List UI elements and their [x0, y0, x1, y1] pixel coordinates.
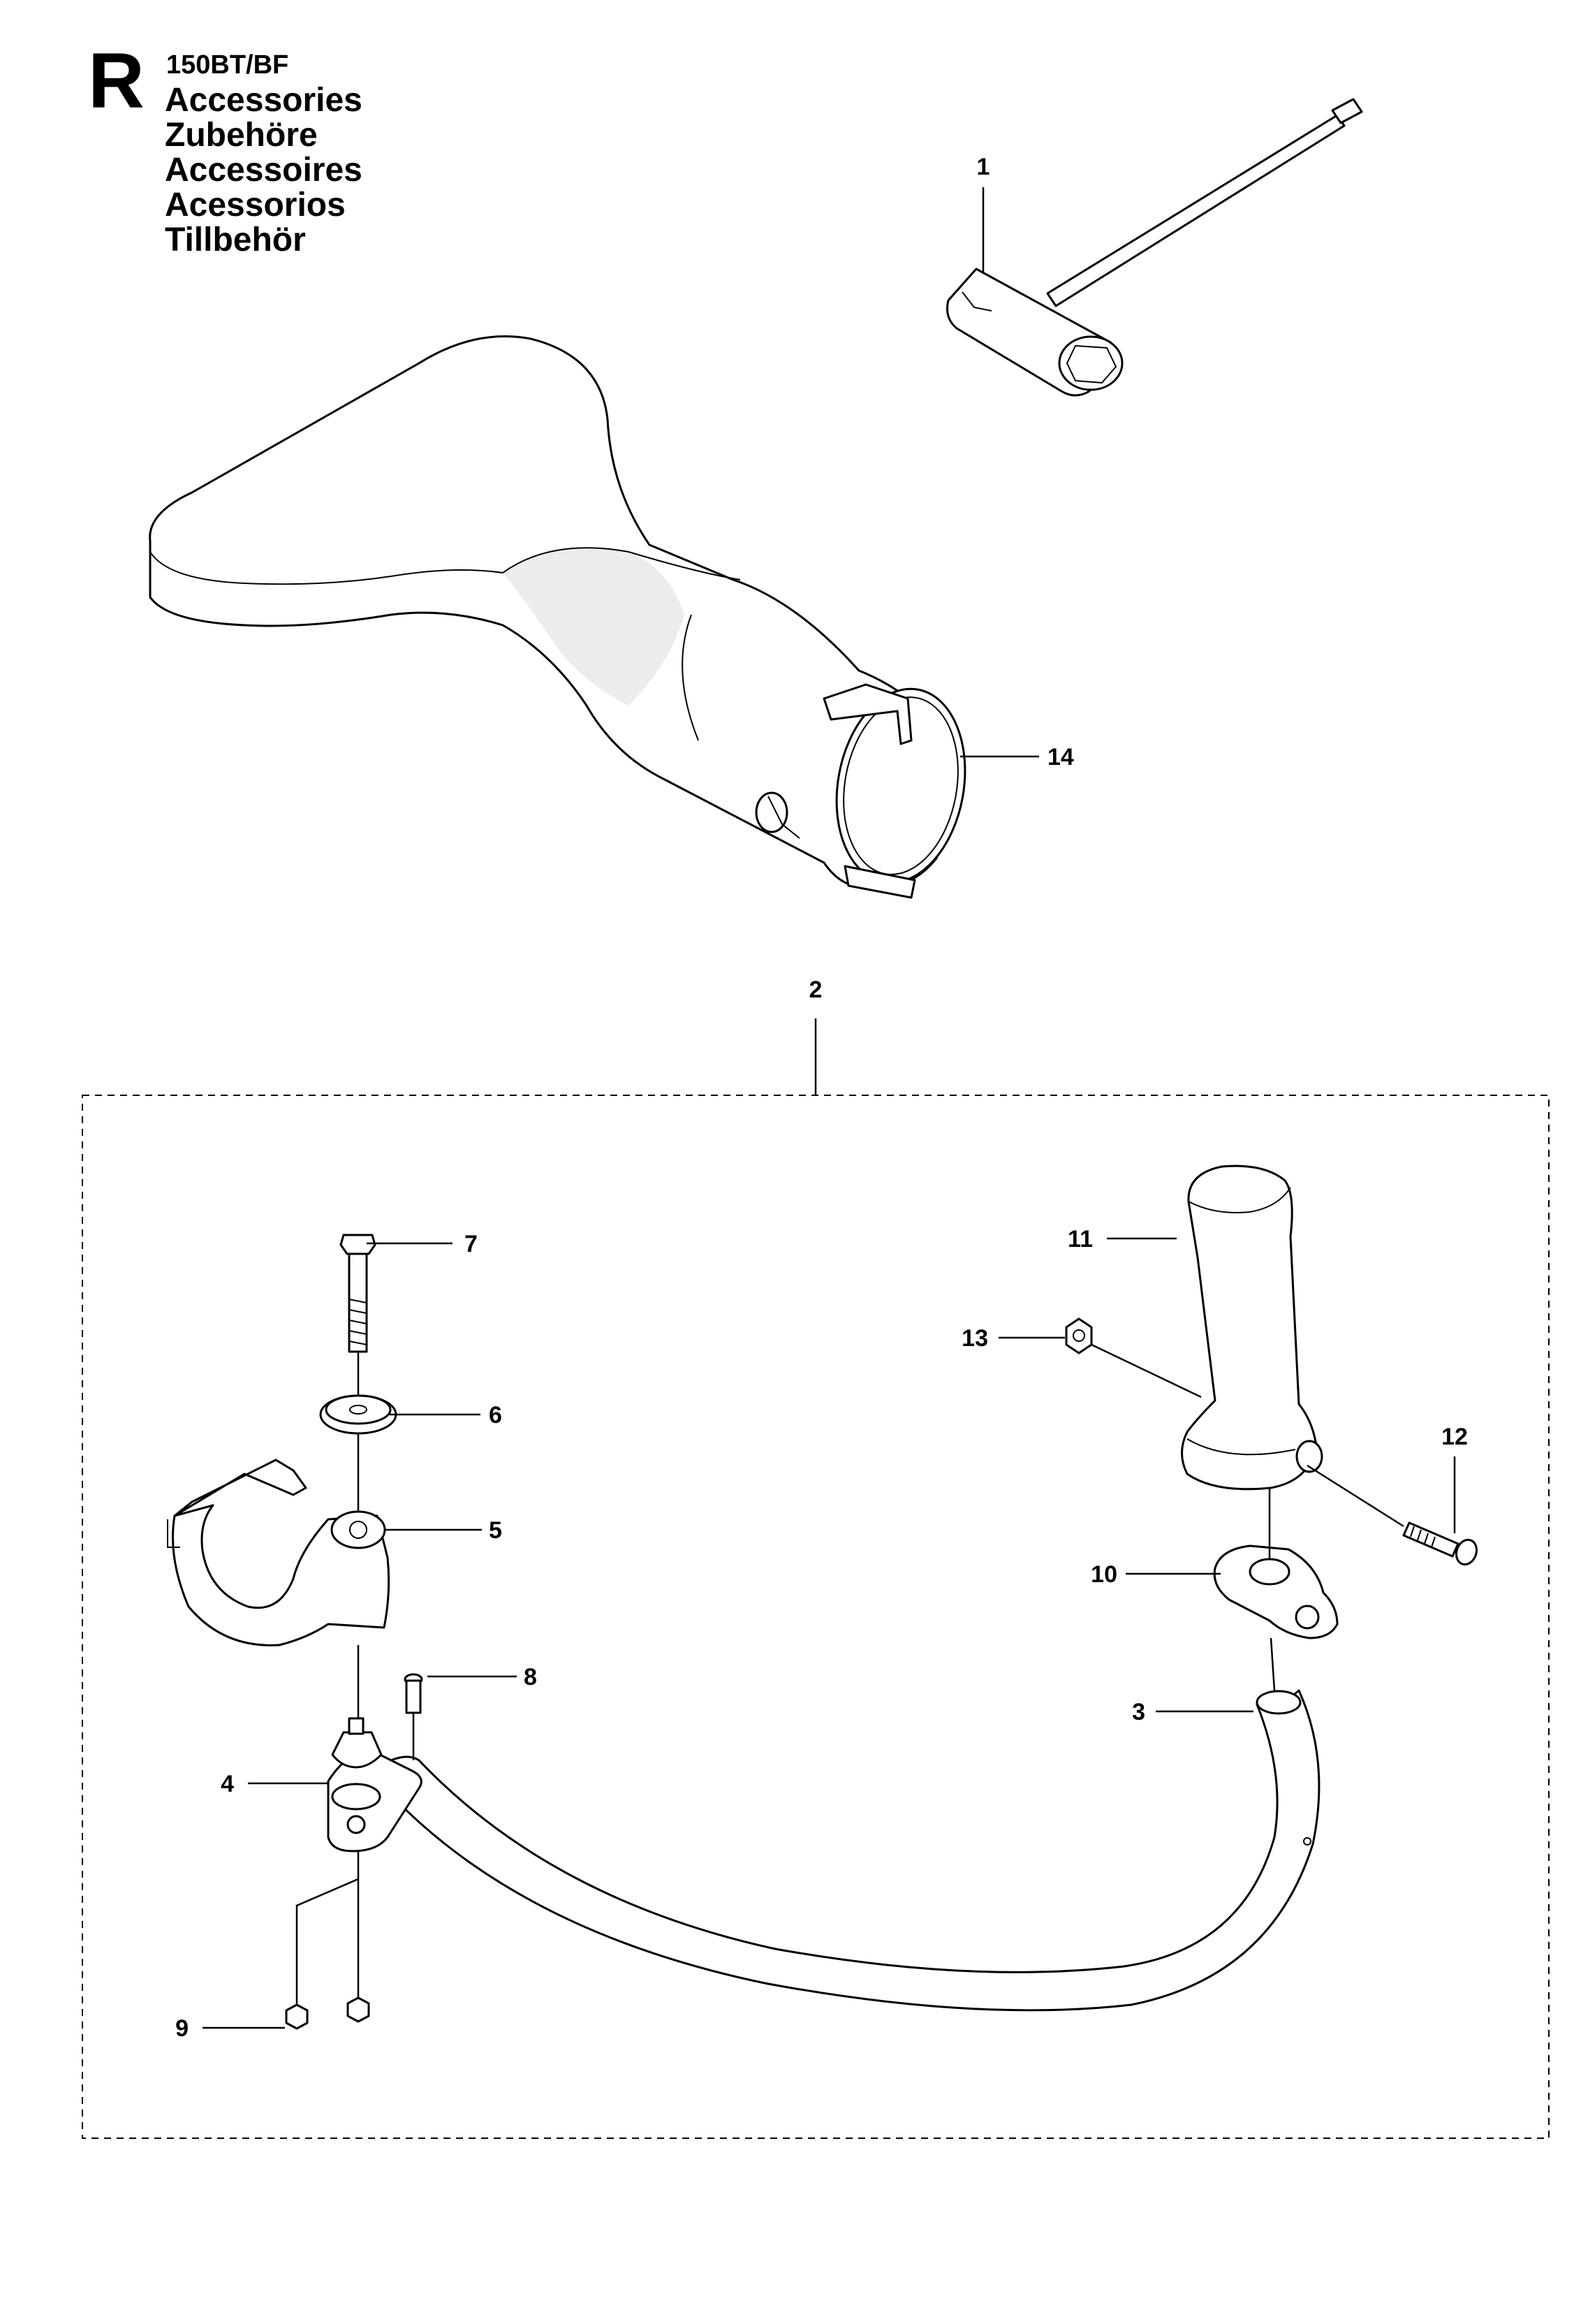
part-9-nuts: [285, 1996, 370, 2030]
part-5-clamp: [167, 1459, 390, 1646]
part-14-flat-nozzle: [149, 335, 966, 899]
part-1-combination-wrench: [946, 98, 1363, 397]
page-header: R 150BT/BF Accessories Zubehöre Accessoi…: [0, 0, 489, 279]
callout-7: 7: [464, 1231, 478, 1257]
callout-3: 3: [1132, 1699, 1145, 1725]
part-4-clamp-base: [327, 1717, 422, 1852]
part-11-grip-handle: [1181, 1164, 1323, 1491]
model-code: 150BT/BF: [166, 50, 289, 80]
leader-lines: [203, 187, 1456, 2029]
part-7-bolt: [339, 1234, 376, 1353]
part-6-serrated-washer: [319, 1394, 397, 1435]
callout-6: 6: [489, 1402, 502, 1428]
callout-9: 9: [175, 2015, 189, 2042]
title-english: Accessories: [165, 82, 362, 119]
callout-2: 2: [809, 977, 823, 1003]
callout-14: 14: [1047, 744, 1074, 770]
title-portuguese: Acessorios: [165, 187, 346, 224]
callout-5: 5: [489, 1517, 502, 1544]
part-12-screw: [1402, 1521, 1478, 1566]
callout-1: 1: [977, 154, 990, 180]
callout-8: 8: [524, 1664, 537, 1690]
part-3-loop-handle-tube: [384, 1689, 1321, 2012]
part-13-nut: [1065, 1317, 1093, 1354]
callout-4: 4: [221, 1771, 234, 1797]
title-german: Zubehöre: [165, 117, 318, 154]
callout-11: 11: [1068, 1226, 1093, 1252]
callout-12: 12: [1441, 1424, 1468, 1450]
callout-10: 10: [1091, 1561, 1117, 1588]
part-8-screw: [404, 1673, 423, 1714]
title-swedish: Tillbehör: [165, 221, 306, 258]
section-letter: R: [88, 37, 145, 124]
callout-13: 13: [962, 1325, 988, 1352]
title-french: Accessoires: [165, 152, 362, 189]
part-10-handle-bracket: [1213, 1544, 1339, 1639]
